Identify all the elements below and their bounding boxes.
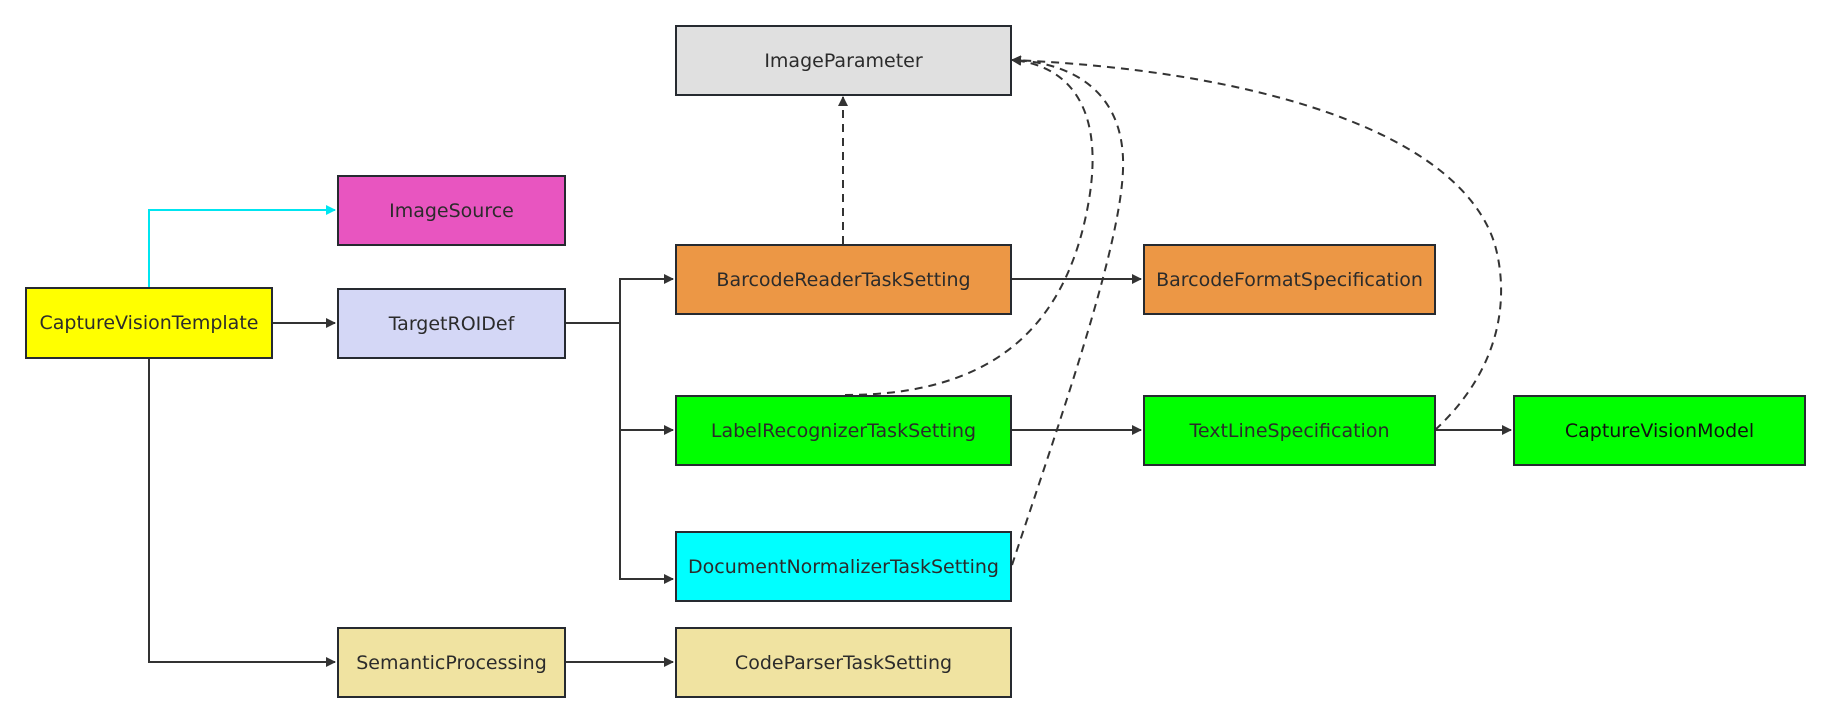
edge-label-recognizer-to-image-parameter <box>844 55 1094 396</box>
node-capture-vision-template[interactable]: CaptureVisionTemplate <box>25 287 273 359</box>
edge-template-to-image-source <box>148 205 336 287</box>
node-capture-vision-model[interactable]: CaptureVisionModel <box>1513 395 1806 466</box>
node-label: SemanticProcessing <box>356 651 547 674</box>
node-code-parser-task-setting[interactable]: CodeParserTaskSetting <box>675 627 1012 698</box>
edge-template-to-semantic-processing <box>148 358 336 667</box>
node-image-parameter[interactable]: ImageParameter <box>675 25 1012 96</box>
edge-target-roi-to-barcode-reader <box>565 274 674 324</box>
node-document-normalizer-task-setting[interactable]: DocumentNormalizerTaskSetting <box>675 531 1012 602</box>
node-image-source[interactable]: ImageSource <box>337 175 566 246</box>
node-barcode-format-specification[interactable]: BarcodeFormatSpecification <box>1143 244 1436 315</box>
node-label: TextLineSpecification <box>1189 419 1390 442</box>
edge-target-roi-to-document-normalizer <box>619 430 674 584</box>
node-label: CaptureVisionTemplate <box>39 312 259 334</box>
node-label: BarcodeReaderTaskSetting <box>716 268 971 291</box>
node-label: LabelRecognizerTaskSetting <box>710 419 977 442</box>
node-label: CaptureVisionModel <box>1564 419 1755 442</box>
node-label-recognizer-task-setting[interactable]: LabelRecognizerTaskSetting <box>675 395 1012 466</box>
edge-document-normalizer-to-image-parameter <box>1011 55 1125 566</box>
node-label: CodeParserTaskSetting <box>734 651 953 674</box>
node-label: TargetROIDef <box>388 312 515 335</box>
edge-target-roi-to-label-recognizer <box>619 323 674 435</box>
node-label: ImageSource <box>389 199 514 222</box>
node-label: ImageParameter <box>764 49 923 72</box>
node-barcode-reader-task-setting[interactable]: BarcodeReaderTaskSetting <box>675 244 1012 315</box>
node-text-line-specification[interactable]: TextLineSpecification <box>1143 395 1436 466</box>
node-target-roi-def[interactable]: TargetROIDef <box>337 288 566 359</box>
node-label: BarcodeFormatSpecification <box>1156 268 1423 291</box>
node-label: DocumentNormalizerTaskSetting <box>688 555 999 578</box>
node-semantic-processing[interactable]: SemanticProcessing <box>337 627 566 698</box>
